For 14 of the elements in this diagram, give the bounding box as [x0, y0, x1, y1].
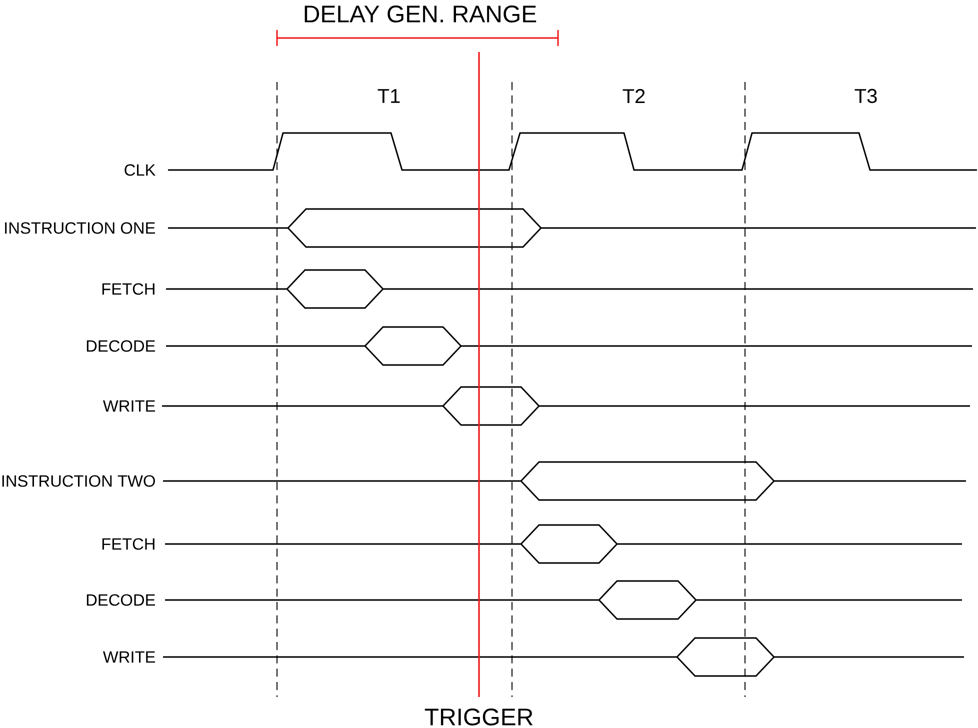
signal-label: DECODE: [86, 340, 156, 352]
signal-label: FETCH: [102, 283, 154, 295]
cycle-label: T1: [378, 89, 400, 103]
signal-label: INSTRUCTION ONE: [5, 222, 156, 234]
signal-label: WRITE: [102, 651, 156, 663]
cycle-label: T3: [854, 88, 877, 104]
signal-label: FETCH: [102, 538, 154, 550]
signal-label: WRITE: [102, 400, 156, 412]
signal-label: INSTRUCTION TWO: [2, 475, 155, 487]
cycle-label: T2: [622, 89, 645, 103]
trigger-label: TRIGGER: [424, 708, 533, 726]
range-label: DELAY GEN. RANGE: [304, 6, 536, 22]
signal-label: DECODE: [86, 594, 156, 606]
signal-label: CLK: [124, 164, 156, 176]
